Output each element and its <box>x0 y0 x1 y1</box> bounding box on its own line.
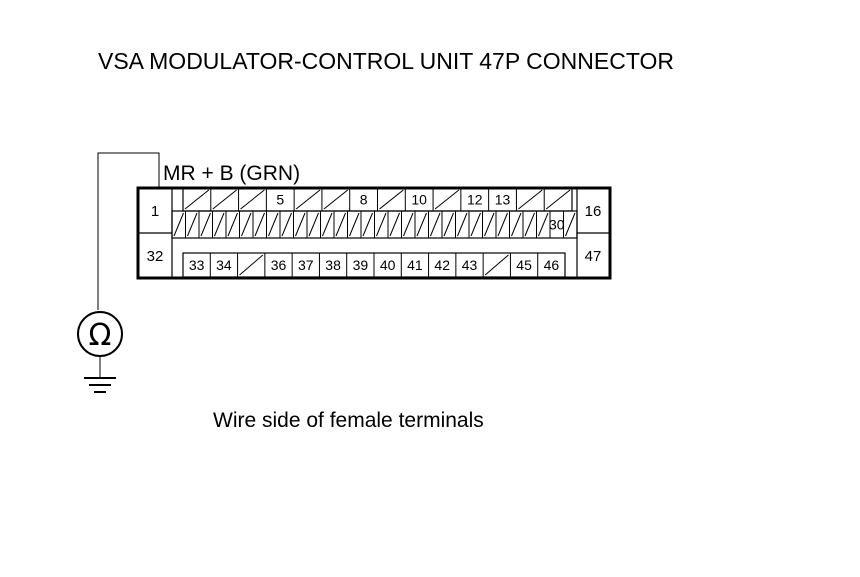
pin-5: 5 <box>276 192 284 208</box>
empty-cavity <box>322 212 333 237</box>
empty-cavity <box>281 212 292 237</box>
pin-8: 8 <box>360 192 368 208</box>
empty-cavity <box>416 212 427 237</box>
empty-cavity <box>323 189 349 210</box>
empty-cavity <box>545 189 571 210</box>
empty-cavity <box>268 212 279 237</box>
pin-40: 40 <box>380 257 396 273</box>
empty-cavity <box>457 212 468 237</box>
meter-symbol: Ω <box>89 318 112 353</box>
pin-row-3: 33 34 36 37 38 39 40 41 42 43 45 46 <box>182 252 566 278</box>
pin-30: 30 <box>549 217 565 233</box>
pin-1: 1 <box>151 203 159 220</box>
empty-cavity <box>184 189 210 210</box>
empty-cavity <box>239 254 264 276</box>
probe-wire <box>97 152 160 310</box>
empty-cavity <box>484 254 509 276</box>
empty-cavity <box>349 212 360 237</box>
empty-cavity <box>376 212 387 237</box>
empty-cavity <box>227 212 238 237</box>
pin-16: 16 <box>585 203 602 220</box>
empty-cavity <box>565 212 576 237</box>
pin-43: 43 <box>462 257 478 273</box>
pin-10: 10 <box>411 192 427 208</box>
empty-cavity <box>470 212 481 237</box>
empty-cavity <box>240 189 265 210</box>
diagram-title: VSA MODULATOR-CONTROL UNIT 47P CONNECTOR <box>98 48 674 74</box>
caption: Wire side of female terminals <box>213 409 484 432</box>
wire-label: MR + B (GRN) <box>163 162 300 185</box>
empty-cavity <box>173 212 184 237</box>
empty-cavity <box>497 212 508 237</box>
empty-cavity <box>511 212 522 237</box>
empty-cavity <box>295 212 306 237</box>
pin-45: 45 <box>516 257 532 273</box>
pin-34: 34 <box>216 257 232 273</box>
empty-cavity <box>362 212 373 237</box>
empty-cavity <box>389 212 400 237</box>
ohmmeter-icon: Ω <box>77 311 123 357</box>
empty-cavity <box>254 212 265 237</box>
empty-cavity <box>379 189 404 210</box>
empty-cavity <box>308 212 319 237</box>
ground-icon <box>84 377 116 393</box>
empty-cavity <box>484 212 495 237</box>
pin-32: 32 <box>147 248 164 265</box>
empty-cavity <box>212 189 237 210</box>
connector-47p: 1 32 16 47 5 8 10 12 13 30 33 34 36 37 38 39 40 41 4… <box>136 186 612 280</box>
pin-38: 38 <box>325 257 341 273</box>
empty-cavity <box>443 212 454 237</box>
pin-row-1: 5 8 10 12 13 <box>182 187 573 212</box>
pin-46: 46 <box>544 257 560 273</box>
empty-cavity <box>430 212 441 237</box>
pin-13: 13 <box>495 192 511 208</box>
pin-39: 39 <box>353 257 369 273</box>
empty-cavity <box>518 189 543 210</box>
pin-37: 37 <box>298 257 314 273</box>
pin-12: 12 <box>467 192 483 208</box>
empty-cavity <box>434 189 460 210</box>
empty-cavity <box>214 212 225 237</box>
empty-cavity <box>200 212 211 237</box>
empty-cavity <box>241 212 252 237</box>
pin-33: 33 <box>189 257 205 273</box>
empty-cavity <box>187 212 198 237</box>
empty-cavity <box>524 212 535 237</box>
pin-41: 41 <box>407 257 423 273</box>
pin-36: 36 <box>271 257 287 273</box>
empty-cavity <box>295 189 321 210</box>
pin-row-2: 30 <box>171 210 578 239</box>
pin-47: 47 <box>585 248 602 265</box>
empty-cavity <box>538 212 549 237</box>
empty-cavity <box>403 212 414 237</box>
pin-42: 42 <box>434 257 450 273</box>
empty-cavity <box>335 212 346 237</box>
